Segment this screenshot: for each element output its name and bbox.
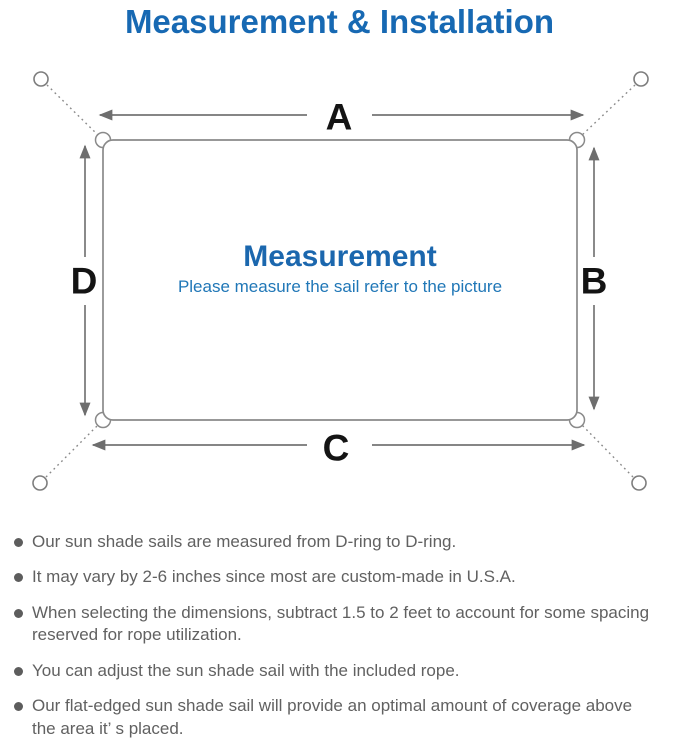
list-item: When selecting the dimensions, subtract … [8,602,679,647]
rope-top-left [46,84,101,138]
anchor-ring-bottom-right-icon [631,475,647,491]
note-text: Our sun shade sails are measured from D-… [32,532,457,551]
list-item: Our flat-edged sun shade sail will provi… [8,695,679,739]
instruction-notes: Our sun shade sails are measured from D-… [8,531,679,739]
page-title: Measurement & Installation [124,3,555,40]
dimension-label-c: C [323,428,350,469]
sail-outline [102,139,578,421]
diagram-center-subtitle: Please measure the sail refer to the pic… [178,277,502,296]
anchor-ring-icons [32,71,649,491]
dimension-label-d: D [71,261,98,302]
bullet-icon [14,573,23,583]
anchor-ring-bottom-left-icon [32,475,48,491]
diagram-canvas: A B C D Measurement Please measure the s… [32,71,649,491]
rope-bottom-right [579,422,634,478]
dimension-label-a: A [326,97,353,138]
dimension-label-b: B [581,261,608,302]
diagram-center-title: Measurement [243,240,436,273]
bullet-icon [14,666,23,676]
sail-measurement-diagram: A B C D Measurement Please measure the s… [0,48,679,508]
anchor-ring-top-left-icon [33,71,49,87]
list-item: You can adjust the sun shade sail with t… [8,660,679,682]
list-item: Our sun shade sails are measured from D-… [8,531,679,553]
rope-bottom-left [45,422,101,478]
anchor-ring-top-right-icon [633,71,649,87]
bullet-icon [14,702,23,712]
note-text: When selecting the dimensions, subtract … [32,602,650,645]
bullet-icon [14,608,23,618]
rope-top-right [579,84,636,138]
rope-dashed-lines [45,84,636,478]
bullet-icon [14,538,23,547]
note-text: It may vary by 2-6 inches since most are… [32,567,516,587]
note-text: Our flat-edged sun shade sail will provi… [32,696,633,738]
dimension-arrows [79,109,600,451]
list-item: It may vary by 2-6 inches since most are… [8,566,679,588]
note-text: You can adjust the sun shade sail with t… [32,660,460,680]
